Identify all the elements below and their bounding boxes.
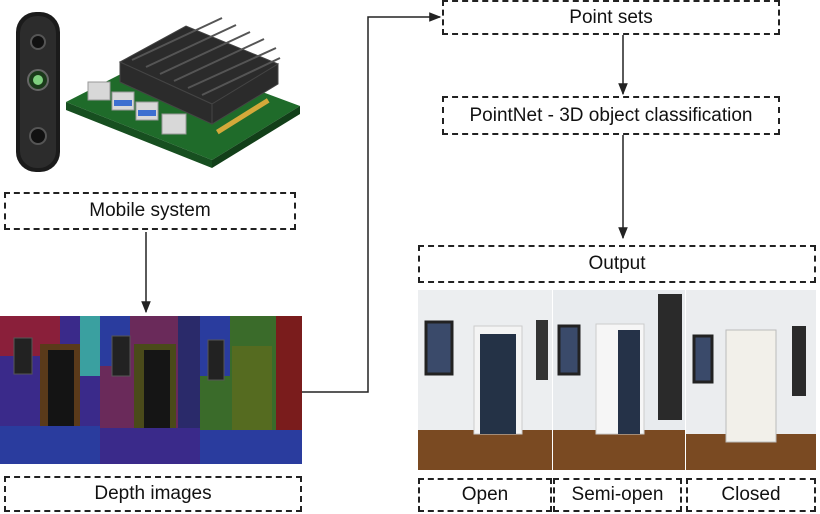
arrow-depth-to-pointsets bbox=[302, 12, 442, 393]
depth-frame-1 bbox=[0, 316, 100, 464]
mobile-system-label: Mobile system bbox=[89, 200, 211, 221]
pointnet-label: PointNet - 3D object classification bbox=[469, 104, 753, 126]
output-box: Output bbox=[418, 245, 816, 283]
photo-semi-open bbox=[553, 290, 685, 470]
class-open-box: Open bbox=[418, 478, 552, 512]
pointnet-box: PointNet - 3D object classification bbox=[442, 96, 780, 135]
depth-camera-image bbox=[16, 12, 60, 172]
mobile-system-box: Mobile system bbox=[4, 192, 296, 230]
class-closed-label: Closed bbox=[721, 484, 781, 505]
point-sets-label: Point sets bbox=[569, 6, 653, 28]
class-semi-open-box: Semi-open bbox=[553, 478, 682, 512]
class-closed-box: Closed bbox=[686, 478, 816, 512]
photo-open bbox=[418, 290, 552, 470]
photo-closed bbox=[686, 290, 816, 470]
class-semi-open-label: Semi-open bbox=[571, 484, 664, 505]
depth-frame-3 bbox=[200, 316, 302, 464]
point-sets-box: Point sets bbox=[442, 0, 780, 35]
depth-images-label: Depth images bbox=[94, 483, 212, 504]
depth-images-strip bbox=[0, 316, 302, 464]
class-open-label: Open bbox=[461, 484, 509, 505]
compute-board-image bbox=[66, 17, 300, 168]
output-label: Output bbox=[588, 253, 646, 274]
output-photos bbox=[418, 290, 816, 470]
depth-frame-2 bbox=[100, 316, 200, 464]
depth-images-box: Depth images bbox=[4, 476, 302, 512]
